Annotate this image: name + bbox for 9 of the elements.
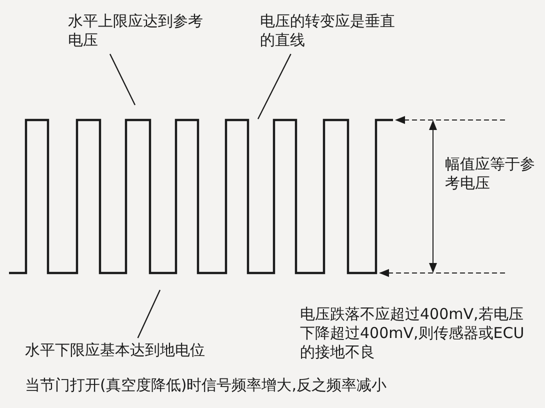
- leader-line: [137, 290, 161, 338]
- annotation-text: 水平下限应基本达到地电位: [25, 341, 265, 360]
- ground-drop-note: 电压跌落不应超过400mV,若电压下降超过400mV,则传感器或ECU的接地不良: [300, 305, 525, 362]
- annotation-text: 水平上限应达到参考电压: [68, 12, 208, 50]
- leader-line: [109, 54, 136, 106]
- leader-line: [257, 54, 292, 120]
- amplitude-note: 幅值应等于参考电压: [445, 155, 535, 193]
- annotation-text: 电压的转变应是垂直的直线: [260, 12, 400, 50]
- caption: 当节门打开(真空度降低)时信号频率增大,反之频率减小: [25, 376, 388, 395]
